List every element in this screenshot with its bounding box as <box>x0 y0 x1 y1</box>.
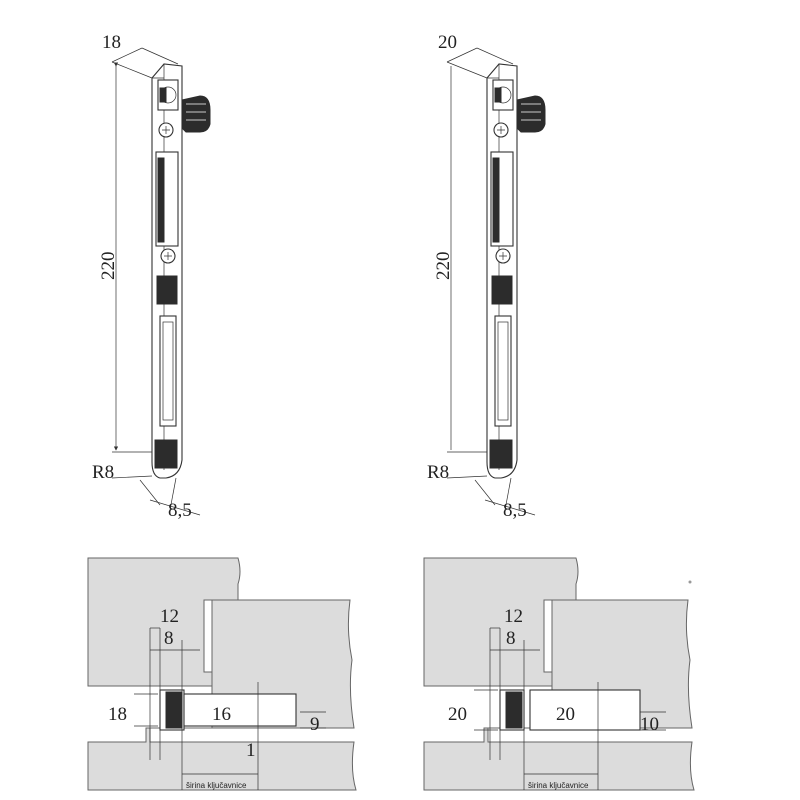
offset-outer-label-right: 12 <box>504 606 523 627</box>
stray-dot <box>688 580 692 584</box>
radius-label-right: R8 <box>427 462 449 483</box>
depth-label-right: 8,5 <box>503 500 527 521</box>
section-left <box>87 557 357 791</box>
section-right <box>423 557 695 791</box>
strike-plate-left <box>151 63 211 479</box>
gap-label-left: 9 <box>310 714 320 735</box>
caption-left: širina ključavnice <box>186 781 247 790</box>
caption-right: širina ključavnice <box>528 781 589 790</box>
radius-label-left: R8 <box>92 462 114 483</box>
height-label-left: 220 <box>98 252 119 281</box>
block-label-right: 20 <box>448 704 467 725</box>
clearance-label-left: 1 <box>246 740 256 761</box>
block-label-left: 18 <box>108 704 127 725</box>
dimension-lines-left <box>111 47 201 516</box>
strike-plate-right <box>486 63 546 479</box>
length-label-right: 20 <box>556 704 575 725</box>
length-label-left: 16 <box>212 704 231 725</box>
offset-inner-label-left: 8 <box>164 628 174 649</box>
gap-label-right: 10 <box>640 714 659 735</box>
width-label-left: 18 <box>102 32 121 53</box>
depth-label-left: 8,5 <box>168 500 192 521</box>
width-label-right: 20 <box>438 32 457 53</box>
height-label-right: 220 <box>433 252 454 281</box>
offset-outer-label-left: 12 <box>160 606 179 627</box>
offset-inner-label-right: 8 <box>506 628 516 649</box>
dimension-lines-right <box>446 47 536 516</box>
